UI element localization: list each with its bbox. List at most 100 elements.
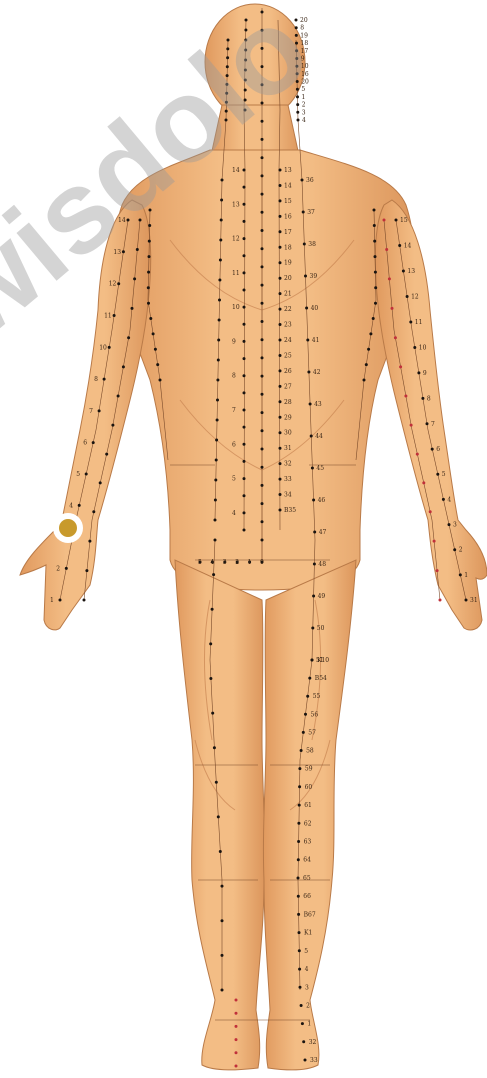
bladder-inner-point [279, 462, 282, 465]
arm-right-label: 15 [400, 217, 408, 224]
bladder-outer-left-point [218, 319, 221, 322]
bladder-inner-label: B35 [284, 507, 296, 514]
governor-vessel-point [261, 247, 264, 250]
spine-label: 10 [232, 304, 240, 311]
governor-vessel-point [261, 429, 264, 432]
bladder-left-point [243, 494, 246, 497]
bladder-outer-left-point [215, 459, 218, 462]
leg-right-point [300, 749, 303, 752]
arm-left-point [85, 473, 88, 476]
governor-vessel-point [261, 393, 264, 396]
bladder-outer-left-point [220, 199, 223, 202]
bladder-inner-label: 29 [284, 414, 292, 421]
bladder-inner-label: 31 [284, 445, 292, 452]
bladder-outer-label: 39 [310, 273, 318, 280]
arm-right-point [395, 219, 398, 222]
bladder-outer-label: 40 [311, 305, 319, 312]
leg-left-point [209, 642, 212, 645]
bladder-inner-point [279, 354, 282, 357]
foot-left-point [235, 1038, 238, 1041]
arm-left-label: 11 [104, 313, 112, 320]
side-left-point [147, 302, 150, 305]
arm-left-label: 6 [83, 440, 87, 447]
bladder-inner-point [279, 369, 282, 372]
leg-label: B67 [304, 911, 316, 918]
arm-right-point [465, 599, 468, 602]
arm-left-point [103, 378, 106, 381]
governor-vessel-point [261, 338, 264, 341]
bladder-outer-label: 41 [312, 337, 320, 344]
arm-left-2-point [133, 277, 136, 280]
governor-vessel-point [261, 484, 264, 487]
arm-left-label: 4 [69, 502, 73, 509]
bladder-outer-left-point [215, 439, 218, 442]
governor-vessel-point [261, 193, 264, 196]
bladder-left-point [243, 529, 246, 532]
bladder-outer-label: 37 [307, 209, 315, 216]
right-arm [375, 200, 487, 630]
leg-right-point [301, 1022, 304, 1025]
side-right-point [374, 255, 377, 258]
leg-right-point [298, 931, 301, 934]
leg-label: 60 [305, 784, 313, 791]
bladder-outer-left-point [218, 279, 221, 282]
bladder-inner-label: 32 [284, 461, 292, 468]
arm-right-label: 31 [470, 597, 478, 604]
bladder-inner-label: 25 [284, 353, 292, 360]
highlight-marker[interactable] [53, 513, 83, 543]
leg-label: B54 [315, 675, 327, 682]
bladder-outer-left-point [220, 219, 223, 222]
arm-right-label: 12 [411, 294, 419, 301]
arm-left-point [113, 314, 116, 317]
bladder-outer-point [312, 595, 315, 598]
arm-right-point [448, 523, 451, 526]
arm-left-label: 7 [89, 408, 93, 415]
bladder-inner-point [279, 400, 282, 403]
spine-label: 14 [232, 167, 240, 174]
arm-right-point [453, 548, 456, 551]
leg-label: 2 [306, 1003, 310, 1010]
arm-right-point [398, 244, 401, 247]
bladder-inner-point [279, 246, 282, 249]
bladder-left-point [243, 443, 246, 446]
leg-right-point [304, 1059, 307, 1062]
bladder-outer-label: 44 [315, 433, 323, 440]
bladder-inner-point [279, 431, 282, 434]
bladder-left-point [243, 220, 246, 223]
spine-label: 13 [232, 201, 240, 208]
bladder-outer-label: 45 [316, 465, 324, 472]
highlight-marker-core[interactable] [59, 519, 77, 537]
arm-right-label: 13 [407, 268, 415, 275]
bladder-outer-left-point [217, 359, 220, 362]
bladder-left-point [243, 306, 246, 309]
spine-label: 6 [232, 441, 236, 448]
bladder-outer-left-point [217, 339, 220, 342]
leg-label: 56 [311, 711, 319, 718]
governor-vessel-point [261, 156, 264, 159]
arm-left-2-point [131, 307, 134, 310]
sacrum-label: 1 [248, 559, 252, 566]
arm-left-label: 10 [99, 344, 107, 351]
bladder-inner-label: 24 [284, 337, 292, 344]
arm-right-label: 5 [442, 471, 446, 478]
bladder-outer-point [311, 627, 314, 630]
governor-vessel-point [261, 302, 264, 305]
leg-label: 62 [304, 820, 312, 827]
bladder-left-point [243, 340, 246, 343]
side-left-point [147, 286, 150, 289]
leg-left-point [215, 781, 218, 784]
head-right-point [295, 19, 298, 22]
arm-left-2-point [136, 248, 139, 251]
bladder-outer-point [313, 563, 316, 566]
arm-right-label: 11 [415, 319, 423, 326]
leg-right-point [297, 840, 300, 843]
arm-left-label: 1 [50, 597, 54, 604]
bladder-outer-left-point [214, 479, 217, 482]
arm-right-label: 8 [427, 395, 431, 402]
bladder-inner-label: 14 [284, 183, 292, 190]
bladder-inner-point [279, 323, 282, 326]
side-left-point [152, 332, 155, 335]
side-right-point [373, 209, 376, 212]
leg-left-point [209, 677, 212, 680]
